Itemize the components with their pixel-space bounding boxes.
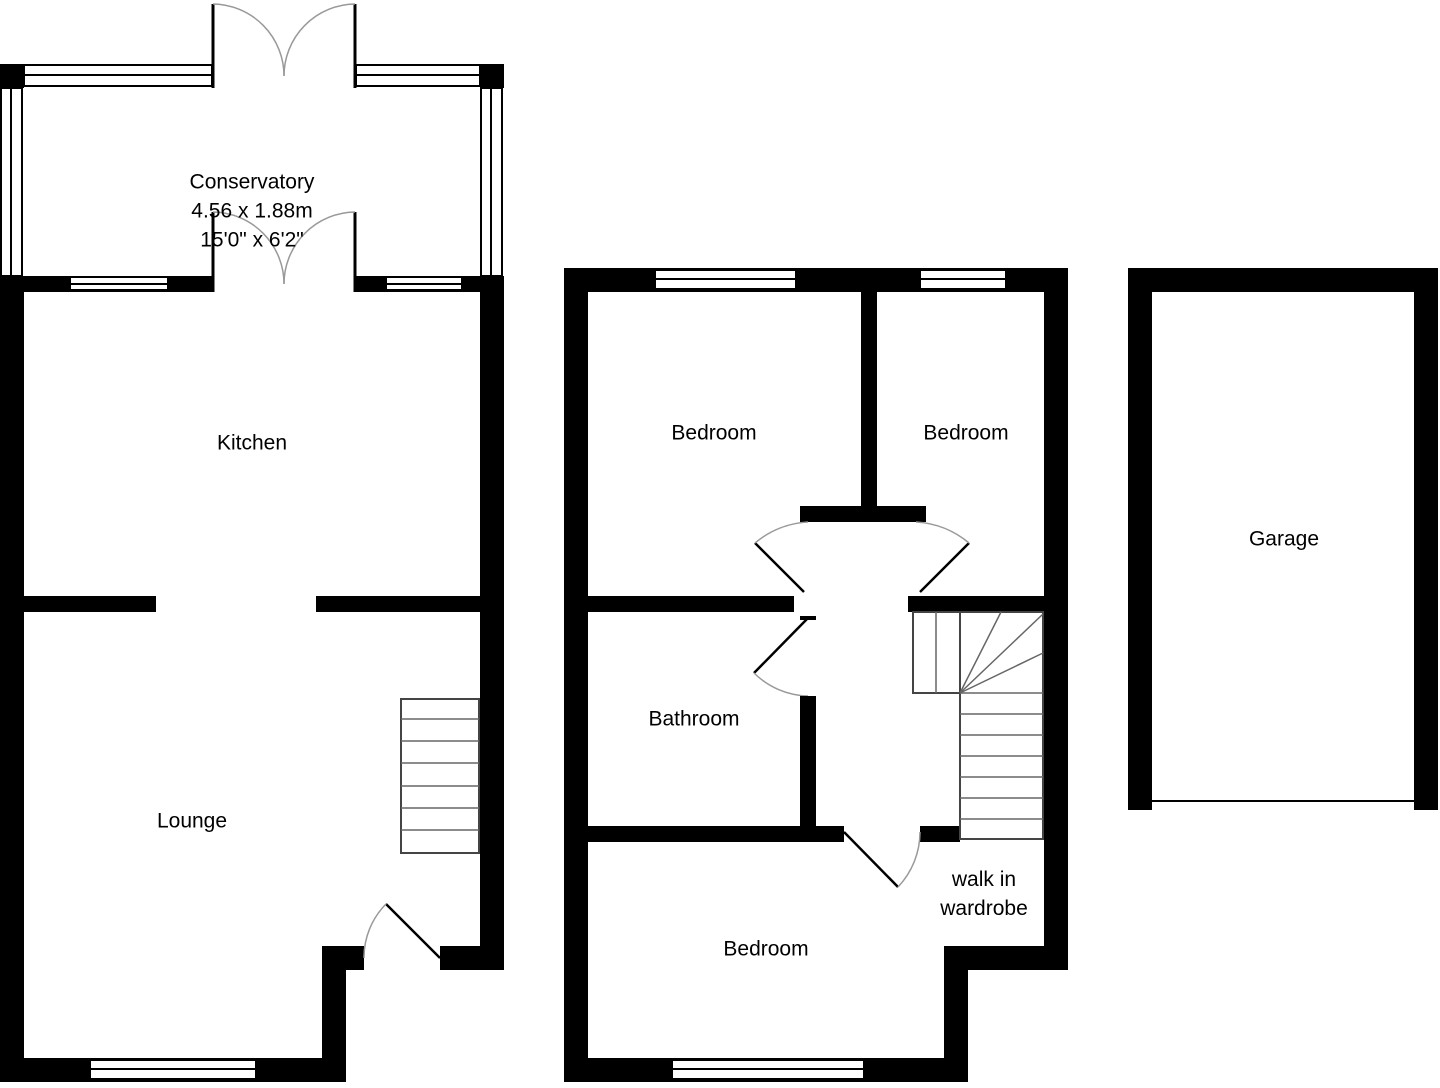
- room-dimensions-metric: 4.56 x 1.88m: [191, 199, 313, 223]
- room-name: Conservatory: [189, 170, 315, 194]
- room-dimensions-imperial: 15'0" x 6'2": [200, 228, 304, 252]
- room-name-line1: walk in: [951, 868, 1017, 891]
- room-label-bedroom-1: Bedroom: [671, 421, 757, 445]
- room-name-line2: wardrobe: [940, 897, 1028, 920]
- first-floor-staircase: [912, 611, 1044, 840]
- ground-floor: [0, 3, 504, 1082]
- room-label-bedroom-2: Bedroom: [923, 421, 1009, 445]
- room-label-garage: Garage: [1248, 527, 1320, 551]
- room-label-lounge: Lounge: [156, 809, 228, 833]
- room-label-bedroom-3: Bedroom: [723, 937, 809, 961]
- garage: [1128, 268, 1438, 810]
- room-label-conservatory: Conservatory 4.56 x 1.88m 15'0" x 6'2": [190, 168, 315, 255]
- room-label-kitchen: Kitchen: [216, 431, 288, 455]
- lounge-staircase: [400, 698, 480, 854]
- room-label-bathroom: Bathroom: [648, 707, 740, 731]
- room-label-walk-in-wardrobe: walk in wardrobe: [940, 865, 1028, 923]
- first-floor: [564, 268, 1068, 1082]
